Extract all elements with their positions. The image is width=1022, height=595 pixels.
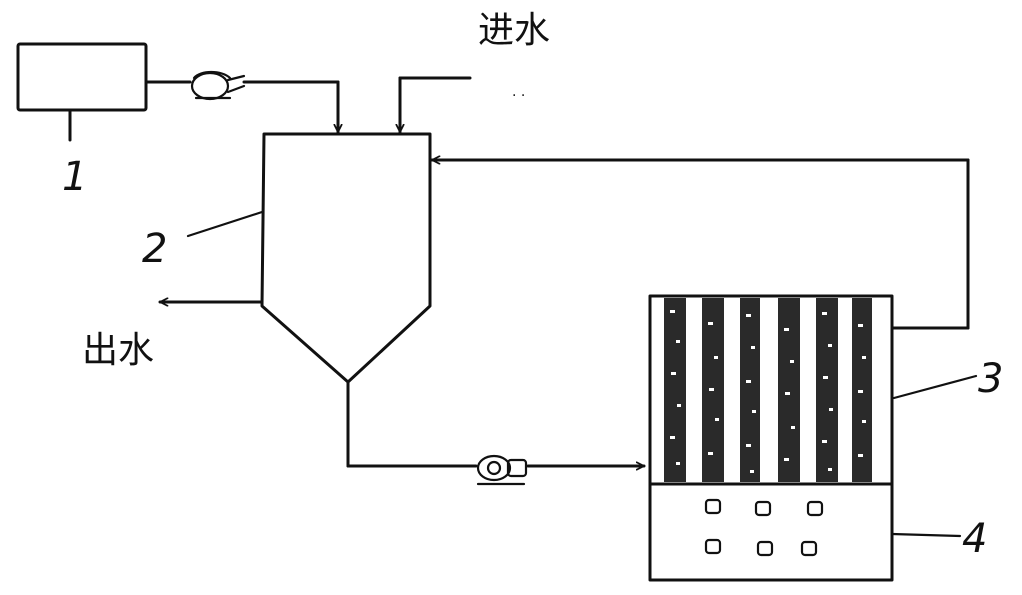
water-inlet-pipe — [400, 76, 472, 134]
settling-tank — [260, 132, 432, 384]
aeration-tank — [648, 482, 894, 582]
dosing-pipe — [144, 80, 338, 134]
svg-text:. .: . . — [512, 84, 525, 100]
label-2: 2 — [142, 226, 167, 272]
membrane-module — [648, 294, 894, 486]
recycle-pipe — [430, 160, 970, 330]
label-4: 4 — [962, 516, 987, 562]
leader-2 — [186, 210, 264, 238]
water-in-label: 进水 — [478, 10, 550, 51]
leader-4 — [890, 532, 962, 538]
label-1: 1 — [62, 154, 87, 200]
label-3: 3 — [978, 356, 1003, 402]
pump-icon — [476, 454, 528, 486]
dosing-tank — [16, 42, 148, 142]
sludge-pipe — [346, 380, 646, 466]
water-out-label: 出水 — [82, 330, 154, 371]
leader-3 — [892, 374, 978, 400]
membrane-stripes — [664, 298, 872, 482]
pump-icon — [190, 70, 246, 101]
